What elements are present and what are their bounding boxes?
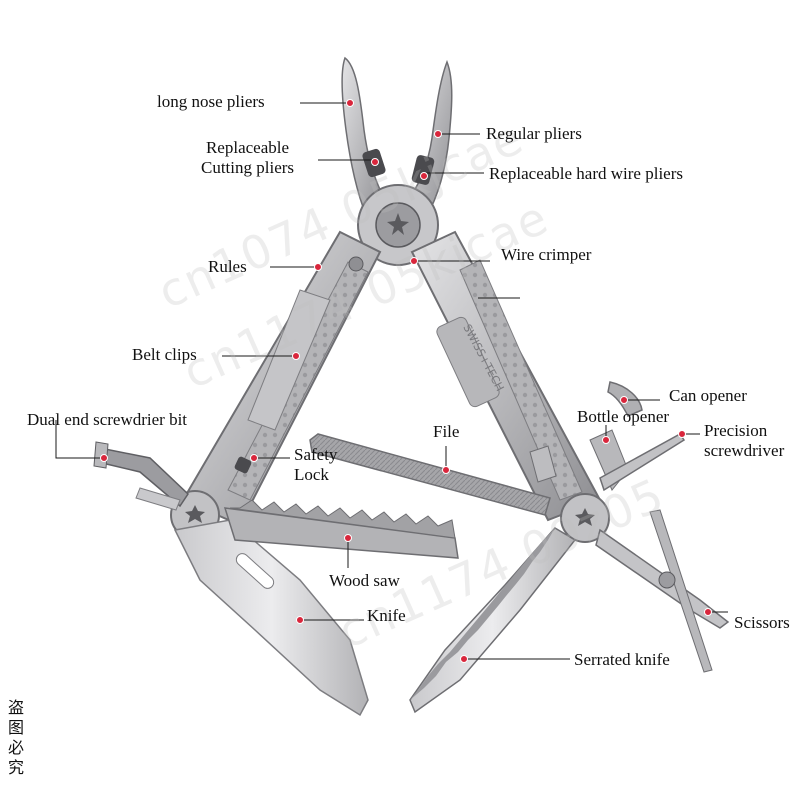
label-replaceable-cutting-pliers: Replaceable Cutting pliers xyxy=(185,138,310,179)
corner-notice: 盗图必究 xyxy=(8,698,25,777)
marker-dot xyxy=(704,608,712,616)
label-wire-crimper: Wire crimper xyxy=(501,245,592,264)
marker-dot xyxy=(420,172,428,180)
marker-dot xyxy=(620,396,628,404)
leader-line xyxy=(55,420,102,459)
feature-markers xyxy=(100,99,712,663)
right-hinge xyxy=(560,493,610,543)
label-knife: Knife xyxy=(367,606,406,625)
marker-dot xyxy=(346,99,354,107)
marker-dot xyxy=(602,436,610,444)
label-safety-lock: Safety Lock xyxy=(294,445,337,486)
knife-blade xyxy=(173,519,369,717)
marker-dot xyxy=(371,158,379,166)
marker-dot xyxy=(344,534,352,542)
serrated-knife-blade xyxy=(409,527,577,714)
label-regular-pliers: Regular pliers xyxy=(486,124,582,143)
label-rules: Rules xyxy=(208,257,247,276)
label-dual-end-screwdriver-bit: Dual end screwdrier bit xyxy=(27,410,188,429)
marker-dot xyxy=(296,616,304,624)
wood-saw-blade xyxy=(223,499,459,559)
marker-dot xyxy=(678,430,686,438)
label-line: screwdriver xyxy=(704,441,785,461)
label-line: Replaceable xyxy=(205,138,290,157)
label-long-nose-pliers: long nose pliers xyxy=(157,92,265,111)
label-scissors: Scissors xyxy=(734,613,790,632)
label-belt-clips: Belt clips xyxy=(132,345,197,364)
plier-pivot-hub xyxy=(357,184,439,266)
file-tool xyxy=(309,433,551,516)
precision-screwdriver xyxy=(599,433,686,492)
scissors xyxy=(595,509,730,673)
label-line: Safety xyxy=(294,445,338,464)
label-file: File xyxy=(433,422,460,441)
marker-dot xyxy=(100,454,108,462)
marker-dot xyxy=(434,130,442,138)
label-bottle-opener: Bottle opener xyxy=(577,407,670,426)
label-wood-saw: Wood saw xyxy=(329,571,400,590)
left-handle xyxy=(181,230,382,527)
label-line: Precision xyxy=(704,421,768,440)
marker-dot xyxy=(292,352,300,360)
marker-dot xyxy=(410,257,418,265)
marker-dot xyxy=(250,454,258,462)
label-can-opener: Can opener xyxy=(669,386,747,405)
marker-dot xyxy=(442,466,450,474)
screwdriver-bit xyxy=(93,441,189,511)
marker-dot xyxy=(460,655,468,663)
label-replaceable-hard-wire-pliers: Replaceable hard wire pliers xyxy=(489,164,683,183)
label-line: Lock xyxy=(294,465,329,485)
label-serrated-knife: Serrated knife xyxy=(574,650,670,669)
leader-lines xyxy=(55,102,728,660)
label-precision-screwdriver: Precision screwdriver xyxy=(704,421,784,462)
marker-dot xyxy=(314,263,322,271)
right-handle: SWISS+TECH xyxy=(410,230,602,522)
label-line: Cutting pliers xyxy=(200,158,295,178)
